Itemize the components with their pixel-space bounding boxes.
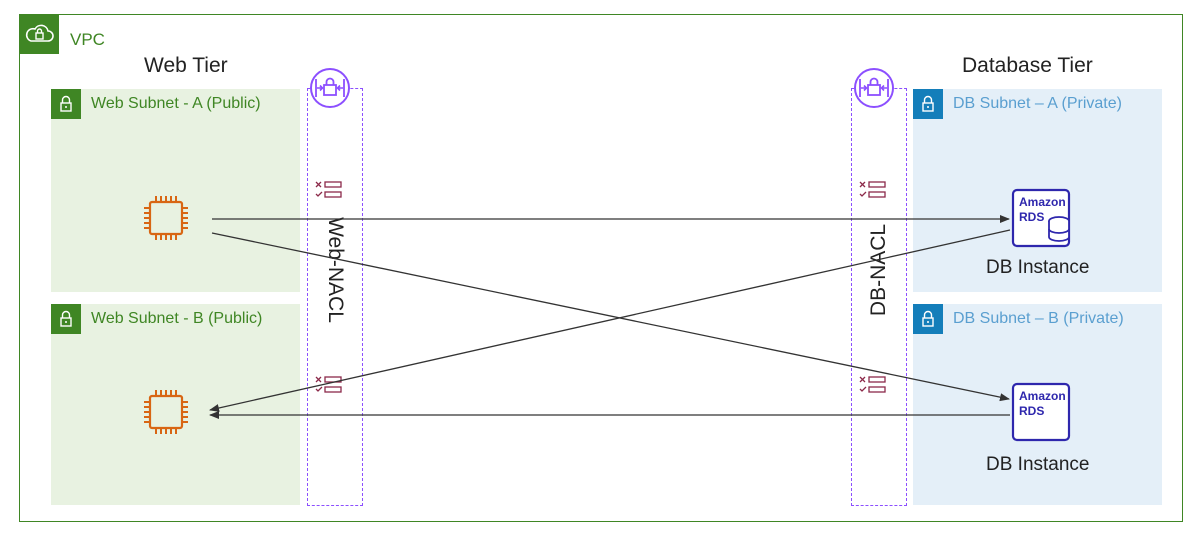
subnet-lock-badge [913, 304, 943, 334]
vpc-container [19, 14, 1183, 522]
rds-logo-line1: Amazon [1019, 389, 1066, 403]
db-subnet-a-label: DB Subnet – A (Private) [953, 95, 1122, 112]
web-subnet-b-label: Web Subnet - B (Public) [91, 310, 263, 327]
rds-logo-line1: Amazon [1019, 195, 1066, 209]
rds-logo-line2: RDS [1019, 210, 1044, 224]
network-acl-icon [854, 68, 894, 108]
rds-instance-icon: Amazon RDS [1011, 382, 1071, 442]
nacl-rules-icon [315, 181, 342, 198]
db-subnet-b-label: DB Subnet – B (Private) [953, 310, 1124, 327]
subnet-lock-badge [913, 89, 943, 119]
subnet-lock-badge [51, 304, 81, 334]
web-subnet-a [51, 89, 300, 292]
rds-instance-icon: Amazon RDS [1011, 188, 1071, 248]
database-tier-label: Database Tier [962, 54, 1093, 77]
vpc-cloud-icon [25, 24, 54, 42]
ec2-instance-icon [144, 196, 188, 240]
nacl-rules-icon [859, 376, 886, 393]
connection-arrow [209, 229, 1011, 412]
database-icon [1048, 216, 1070, 242]
db-instance-caption: DB Instance [986, 454, 1090, 475]
subnet-lock-badge [51, 89, 81, 119]
web-subnet-b [51, 304, 300, 505]
rds-logo-line2: RDS [1019, 404, 1044, 418]
lock-icon [60, 95, 72, 112]
ec2-instance-icon [144, 390, 188, 434]
web-subnet-a-label: Web Subnet - A (Public) [91, 95, 261, 112]
lock-icon [60, 310, 72, 327]
nacl-rules-icon [859, 181, 886, 198]
lock-icon [922, 95, 934, 112]
network-acl-icon [310, 68, 350, 108]
lock-icon [922, 310, 934, 327]
connection-arrow [211, 232, 1010, 402]
db-instance-caption: DB Instance [986, 257, 1090, 278]
web-tier-label: Web Tier [144, 54, 228, 77]
vpc-badge [19, 14, 59, 54]
vpc-label: VPC [70, 30, 105, 49]
nacl-rules-icon [315, 376, 342, 393]
